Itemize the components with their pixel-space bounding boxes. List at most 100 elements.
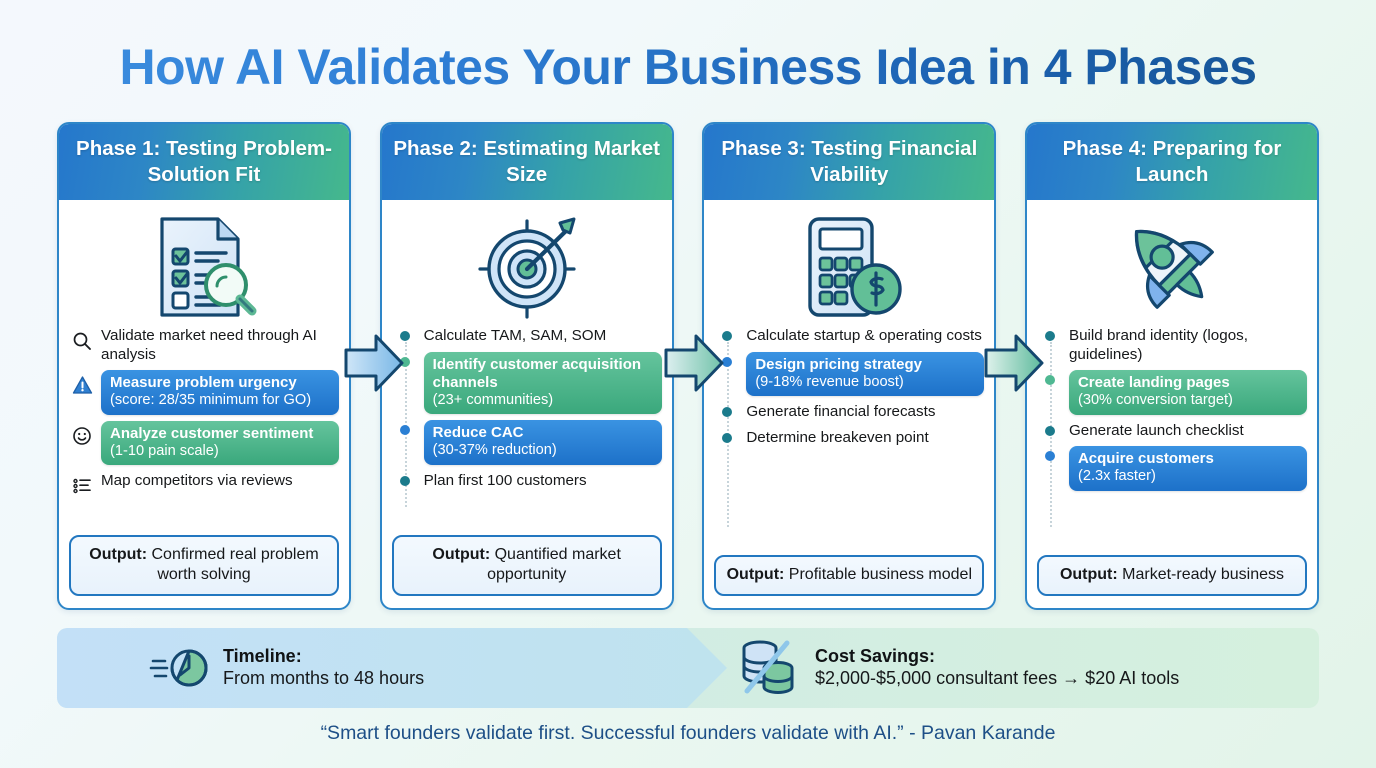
dot-bullet-icon xyxy=(1039,370,1061,386)
output-text: Market-ready business xyxy=(1122,566,1284,583)
phases-container: Phase 1: Testing Problem-Solution Fit xyxy=(57,122,1319,610)
search-icon xyxy=(71,326,93,351)
phase-3-header: Phase 3: Testing Financial Viability xyxy=(704,124,995,201)
highlight-pill: Create landing pages (30% conversion tar… xyxy=(1068,370,1307,415)
dot-bullet-icon xyxy=(1039,446,1061,462)
target-arrow-icon xyxy=(392,208,662,326)
bullet-item: Generate financial forecasts xyxy=(716,402,984,422)
phase-card-4: Phase 4: Preparing for Launch xyxy=(1024,122,1319,610)
phase-connector-arrow-2 xyxy=(664,330,724,396)
banner-content: Timeline: From months to 48 hours xyxy=(57,628,1319,708)
dot-bullet-icon xyxy=(716,326,738,342)
phase-2-output: Output: Quantified market opportunity xyxy=(391,535,662,596)
summary-banner: Timeline: From months to 48 hours xyxy=(57,628,1319,708)
phase-1-header: Phase 1: Testing Problem-Solution Fit xyxy=(59,124,349,201)
phase-4-output: Output: Market-ready business xyxy=(1036,555,1307,596)
dot-bullet-icon xyxy=(394,471,416,486)
bullet-item: Map competitors via reviews xyxy=(71,471,339,496)
bullet-item: Validate market need through AI analysis xyxy=(71,326,339,364)
speed-clock-icon xyxy=(149,637,209,700)
pill-sub: (30% conversion target) xyxy=(1077,392,1233,409)
phase-4-header: Phase 4: Preparing for Launch xyxy=(1026,124,1317,201)
bullet-item: Measure problem urgency (score: 28/35 mi… xyxy=(71,370,339,415)
bullet-item: Calculate startup & operating costs xyxy=(716,326,984,346)
dot-bullet-icon xyxy=(394,420,416,436)
savings-label: Cost Savings: xyxy=(815,646,936,667)
calculator-dollar-icon xyxy=(714,208,984,326)
dot-bullet-icon xyxy=(716,402,738,418)
cost-savings-stat: Cost Savings: $2,000-$5,000 consultant f… xyxy=(717,635,1319,702)
pill-highlight: Reduce CAC xyxy=(432,424,524,442)
bullet-text: Plan first 100 customers xyxy=(423,471,587,489)
bullet-item: Design pricing strategy (9-18% revenue b… xyxy=(716,351,985,397)
timeline-stat: Timeline: From months to 48 hours xyxy=(57,637,717,700)
phase-connector-arrow-3 xyxy=(984,330,1044,396)
bullet-connector-line xyxy=(404,342,407,507)
bullet-item: Determine breakeven point xyxy=(716,428,984,448)
phase-card-1: Phase 1: Testing Problem-Solution Fit xyxy=(57,122,351,610)
dot-bullet-icon xyxy=(394,352,416,367)
checklist-magnifier-icon xyxy=(69,208,339,326)
phase-2-header: Phase 2: Estimating Market Size xyxy=(381,124,672,201)
phase-4-body: Build brand identity (logos, guidelines)… xyxy=(1027,200,1317,551)
pill-highlight: Analyze customer sentiment xyxy=(110,424,314,442)
pill-sub: (9-18% revenue boost) xyxy=(755,373,904,390)
bullet-item: Analyze customer sentiment (1-10 pain sc… xyxy=(71,420,339,466)
dot-bullet-icon xyxy=(716,428,738,443)
bullet-item: Calculate TAM, SAM, SOM xyxy=(394,326,662,346)
bullet-item: Build brand identity (logos, guidelines) xyxy=(1039,326,1307,364)
output-label: Output: xyxy=(726,566,785,583)
savings-text: Cost Savings: $2,000-$5,000 consultant f… xyxy=(815,646,1179,690)
phase-connector-arrow-1 xyxy=(344,330,404,396)
dot-bullet-icon xyxy=(1039,421,1061,436)
bullet-item: Acquire customers (2.3x faster) xyxy=(1039,446,1307,491)
phase-2-body: Calculate TAM, SAM, SOM Identify custome… xyxy=(382,200,672,531)
bullet-text: Validate market need through AI analysis xyxy=(101,327,317,363)
bullet-text: Map competitors via reviews xyxy=(101,472,293,490)
pill-sub: (30-37% reduction) xyxy=(432,442,557,459)
phase-card-2: Phase 2: Estimating Market Size xyxy=(379,122,674,610)
phase-card-3: Phase 3: Testing Financial Viability xyxy=(702,122,997,610)
highlight-pill: Acquire customers (2.3x faster) xyxy=(1068,446,1307,491)
footer-quote: “Smart founders validate first. Successf… xyxy=(320,722,1056,744)
rocket-icon xyxy=(1037,208,1307,326)
output-label: Output: xyxy=(1059,566,1118,583)
phase-1-output: Output: Confirmed real problem worth sol… xyxy=(69,535,339,596)
timeline-text: Timeline: From months to 48 hours xyxy=(223,646,424,690)
dot-bullet-icon xyxy=(1039,326,1061,342)
bullet-item: Identify customer acquisition channels (… xyxy=(394,351,662,415)
bullet-text: Calculate startup & operating costs xyxy=(746,327,982,345)
phase-3-body: Calculate startup & operating costs Desi… xyxy=(704,200,994,551)
output-label: Output: xyxy=(89,546,148,563)
output-label: Output: xyxy=(432,546,491,563)
bullet-item: Create landing pages (30% conversion tar… xyxy=(1039,370,1307,415)
highlight-pill: Measure problem urgency (score: 28/35 mi… xyxy=(101,370,339,415)
output-text: Profitable business model xyxy=(788,566,973,583)
dot-bullet-icon xyxy=(716,352,738,367)
pill-sub: (1-10 pain scale) xyxy=(110,442,219,459)
banner-background xyxy=(57,628,1319,708)
phase-1-bullets: Validate market need through AI analysis… xyxy=(69,326,339,531)
bullet-text: Build brand identity (logos, guidelines) xyxy=(1068,327,1248,363)
list-icon xyxy=(71,471,93,496)
phase-3-output: Output: Profitable business model xyxy=(714,555,985,596)
coin-stack-icon xyxy=(737,635,801,702)
bullet-item: Generate launch checklist xyxy=(1039,421,1307,441)
pill-highlight: Acquire customers xyxy=(1077,450,1214,468)
output-text: Quantified market opportunity xyxy=(487,546,621,583)
pill-sub: (23+ communities) xyxy=(432,391,554,408)
pill-highlight: Measure problem urgency xyxy=(110,374,297,392)
bullet-item: Reduce CAC (30-37% reduction) xyxy=(394,420,662,465)
timeline-label: Timeline: xyxy=(223,646,302,667)
phase-3-bullets: Calculate startup & operating costs Desi… xyxy=(714,326,985,551)
phase-1-body: Validate market need through AI analysis… xyxy=(59,200,349,531)
warning-icon xyxy=(71,370,93,395)
highlight-pill: Design pricing strategy (9-18% revenue b… xyxy=(746,351,985,397)
highlight-pill: Identify customer acquisition channels (… xyxy=(423,351,662,415)
highlight-pill: Reduce CAC (30-37% reduction) xyxy=(423,420,662,465)
timeline-value: From months to 48 hours xyxy=(223,668,425,688)
pill-sub: (2.3x faster) xyxy=(1077,468,1156,485)
highlight-pill: Analyze customer sentiment (1-10 pain sc… xyxy=(101,420,339,466)
bullet-text: Calculate TAM, SAM, SOM xyxy=(423,327,607,345)
output-text: Confirmed real problem worth solving xyxy=(151,546,319,583)
